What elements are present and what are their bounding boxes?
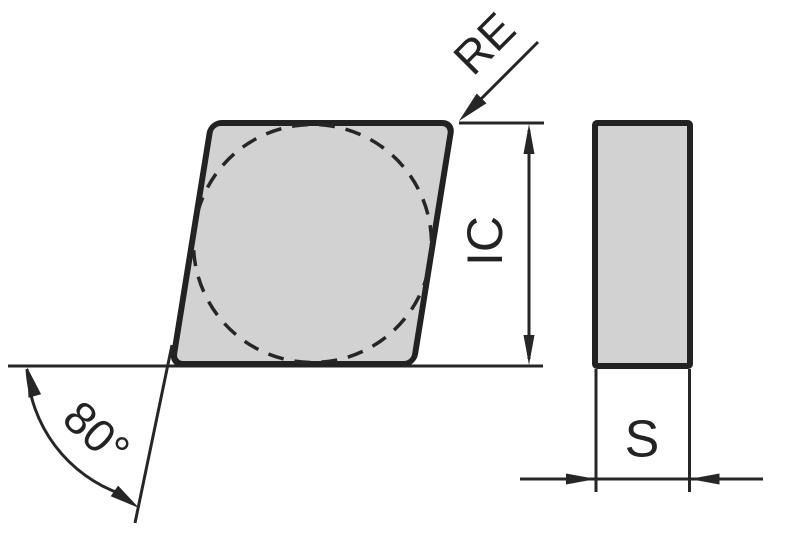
s-label: S — [625, 411, 660, 469]
angle-dimension: 80° — [25, 367, 140, 508]
s-arrow-right-icon — [566, 473, 596, 485]
re-label: RE — [443, 2, 525, 84]
edge-extension-line — [133, 344, 174, 524]
ic-arrow-down-icon — [523, 335, 535, 365]
angle-label: 80° — [53, 390, 139, 475]
re-leader: RE — [443, 2, 540, 121]
ic-dimension: IC — [457, 121, 544, 365]
angle-arrow-up-icon — [27, 367, 42, 398]
angle-arrow-down-icon — [110, 485, 139, 508]
s-dimension: S — [520, 369, 763, 492]
s-arrow-left-icon — [689, 473, 720, 485]
insert-front-face — [170, 120, 454, 367]
front-view: 80° IC RE — [8, 2, 544, 524]
insert-side-face — [592, 120, 693, 369]
ic-label: IC — [457, 216, 513, 266]
re-arrow-icon — [459, 93, 487, 121]
inscribed-circle — [191, 122, 434, 365]
side-view: S — [520, 120, 763, 492]
ic-arrow-up-icon — [523, 124, 535, 154]
